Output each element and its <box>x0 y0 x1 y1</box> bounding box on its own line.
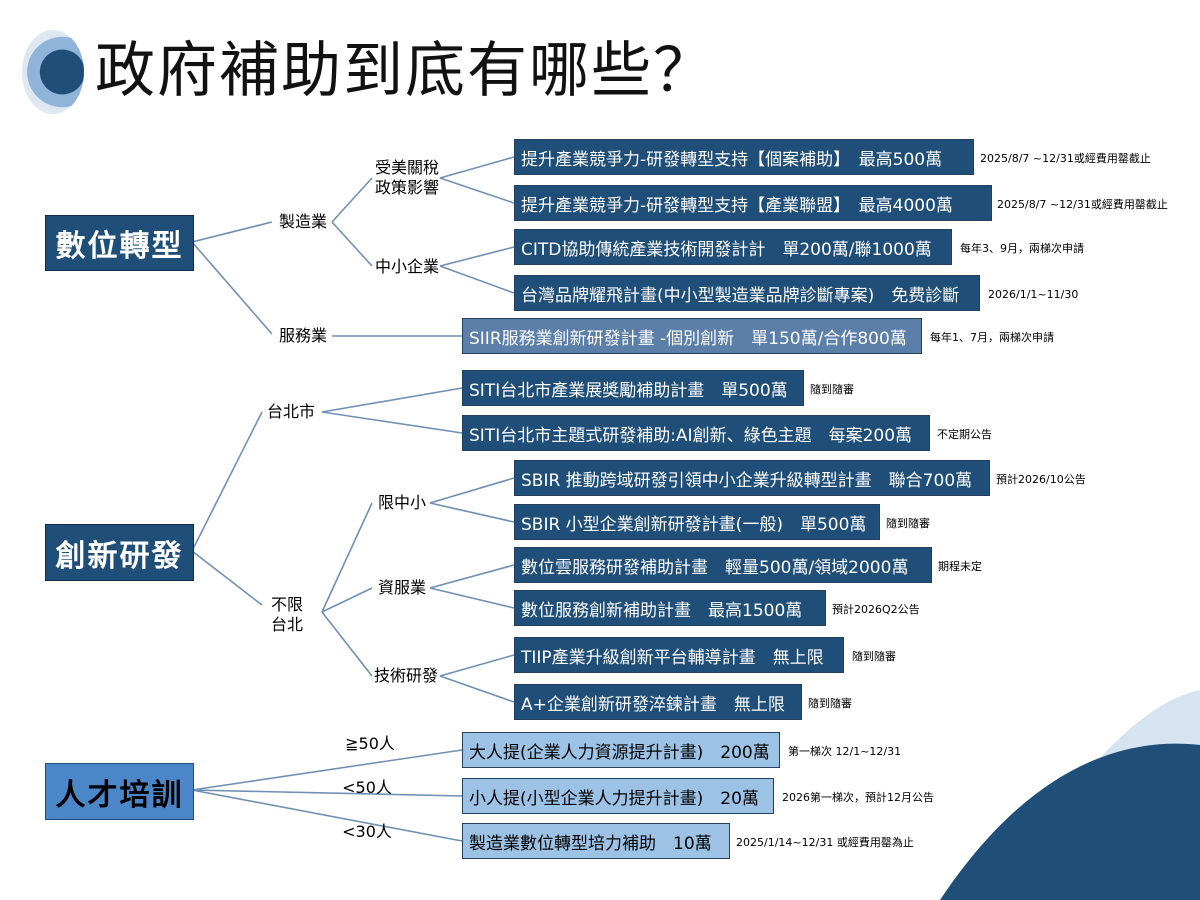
program-box: SIIR服務業創新研發計畫 -個別創新 單150萬/合作800萬 <box>462 318 922 354</box>
program-note: 2025/8/7 ~12/31或經費用罄截止 <box>997 198 1168 211</box>
category-talent-training: 人才培訓 <box>45 763 194 820</box>
node-not-limited-taipei: 不限 台北 <box>270 595 303 634</box>
program-box: 提升產業競爭力-研發轉型支持【產業聯盟】 最高4000萬 <box>514 185 992 221</box>
node-lt-50-people: <50人 <box>342 778 392 797</box>
page-title: 政府補助到底有哪些？ <box>95 36 715 106</box>
program-note: 不定期公告 <box>937 428 992 441</box>
program-note: 期程未定 <box>938 560 982 573</box>
program-box: 提升產業競爭力-研發轉型支持【個案補助】 最高500萬 <box>514 139 974 175</box>
program-note: 2025/8/7 ~12/31或經費用罄截止 <box>980 152 1151 165</box>
title-bullet-icon <box>22 30 84 114</box>
program-note: 每年1、7月，兩梯次申請 <box>930 331 1054 344</box>
program-box: 大人提(企業人力資源提升計畫) 200萬 <box>462 732 780 768</box>
program-box: SITI台北市主題式研發補助:AI創新、綠色主題 每案200萬 <box>462 415 930 451</box>
program-note: 隨到隨審 <box>886 517 930 530</box>
node-lt-30-people: <30人 <box>342 822 392 841</box>
program-box: SBIR 小型企業創新研發計畫(一般) 單500萬 <box>514 504 880 540</box>
node-manufacturing: 製造業 <box>278 212 327 231</box>
program-box: 小人提(小型企業人力提升計畫) 20萬 <box>462 778 774 814</box>
program-note: 2026第一梯次，預計12月公告 <box>782 791 934 804</box>
node-taipei: 台北市 <box>266 402 315 421</box>
program-note: 隨到隨審 <box>808 697 852 710</box>
program-note: 2026/1/1~11/30 <box>988 288 1079 301</box>
node-services: 服務業 <box>278 326 327 345</box>
program-box: 數位雲服務研發補助計畫 輕量500萬/領域2000萬 <box>514 547 932 583</box>
program-box: TIIP產業升級創新平台輔導計畫 無上限 <box>514 637 844 673</box>
program-note: 隨到隨審 <box>810 383 854 396</box>
program-note: 預計2026/10公告 <box>996 473 1086 486</box>
node-it-services: 資服業 <box>377 578 426 597</box>
program-box: SITI台北市產業展獎勵補助計畫 單500萬 <box>462 370 804 406</box>
node-ge-50-people: ≧50人 <box>345 734 395 753</box>
program-note: 隨到隨審 <box>852 650 896 663</box>
node-tariff-affected: 受美關稅 政策影響 <box>374 158 439 197</box>
program-box: 製造業數位轉型培力補助 10萬 <box>462 823 730 859</box>
program-box: SBIR 推動跨域研發引領中小企業升級轉型計畫 聯合700萬 <box>514 460 990 496</box>
program-note: 第一梯次 12/1~12/31 <box>788 745 902 758</box>
program-note: 2025/1/14~12/31 或經費用罄為止 <box>736 836 914 849</box>
node-tech-rd: 技術研發 <box>373 666 438 685</box>
node-sme: 中小企業 <box>374 257 439 276</box>
node-sme-only: 限中小 <box>377 493 426 512</box>
category-innovation-rd: 創新研發 <box>45 524 194 581</box>
program-note: 預計2026Q2公告 <box>832 603 920 616</box>
category-digital-transformation: 數位轉型 <box>45 215 194 271</box>
program-note: 每年3、9月，兩梯次申請 <box>960 242 1084 255</box>
program-box: CITD協助傳統產業技術開發計計 單200萬/聯1000萬 <box>514 229 952 265</box>
program-box: 台灣品牌耀飛計畫(中小型製造業品牌診斷專案) 免费診斷 <box>514 275 980 311</box>
program-box: A+企業創新研發淬鍊計畫 無上限 <box>514 684 802 720</box>
program-box: 數位服務創新補助計畫 最高1500萬 <box>514 590 826 626</box>
